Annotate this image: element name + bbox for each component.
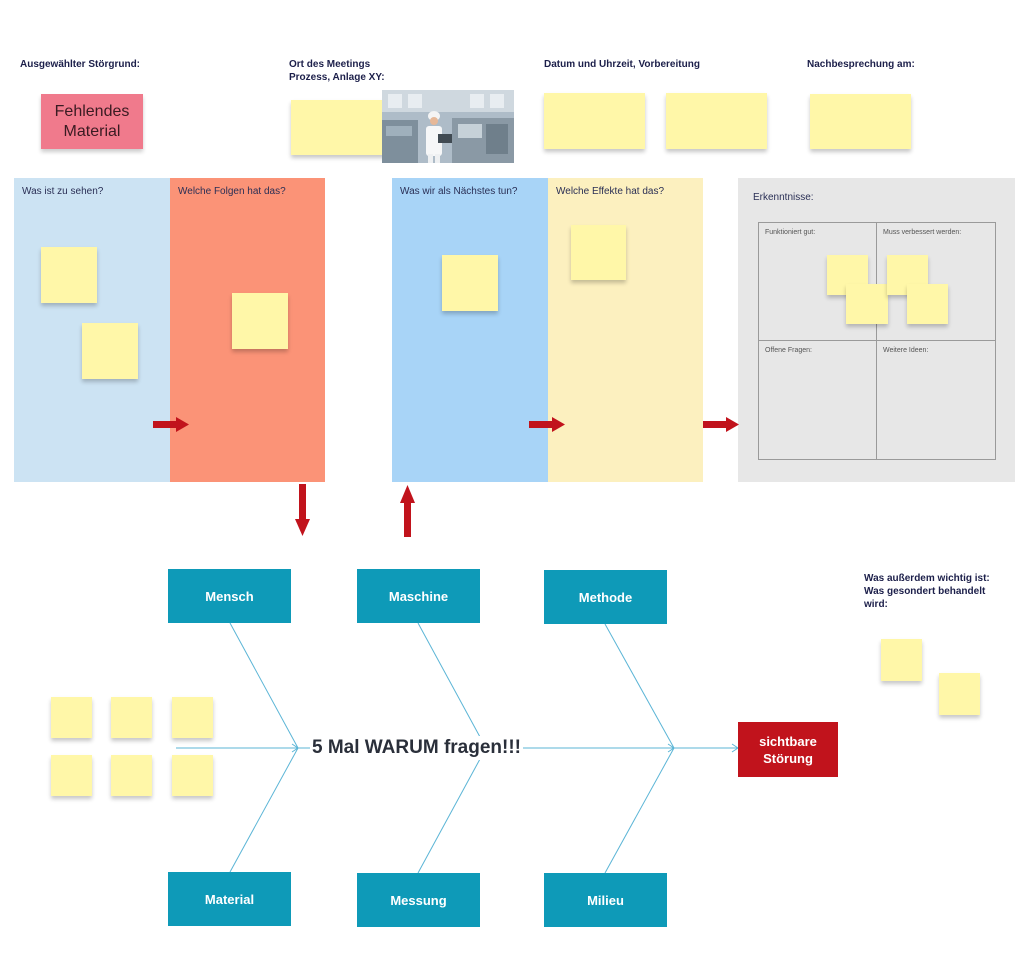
sticky-note[interactable] (939, 673, 980, 715)
sticky-note[interactable] (881, 639, 922, 681)
red-arrow-icon (400, 485, 415, 537)
sticky-note[interactable] (172, 755, 213, 796)
grid-works-well-label: Funktioniert gut: (765, 229, 816, 236)
category-methode[interactable]: Methode (544, 570, 667, 624)
sticky-note[interactable] (41, 247, 97, 303)
sticky-note[interactable] (51, 697, 92, 738)
sticky-note[interactable] (51, 755, 92, 796)
date-label: Datum und Uhrzeit, Vorbereitung (544, 59, 700, 70)
red-arrow-icon (295, 484, 310, 536)
visible-disruption-box[interactable]: sichtbare Störung (738, 722, 838, 777)
sticky-note[interactable] (544, 93, 645, 149)
effect-line2: Störung (763, 750, 813, 766)
sticky-note[interactable] (442, 255, 498, 311)
grid-open-questions-label: Offene Fragen: (765, 347, 812, 354)
sticky-note[interactable] (291, 100, 392, 155)
grid-further-ideas-label: Weitere Ideen: (883, 347, 929, 354)
factory-worker-photo (382, 90, 514, 163)
effect-line1: sichtbare (759, 733, 817, 749)
selected-cause-line2: Material (63, 122, 121, 140)
category-mensch[interactable]: Mensch (168, 569, 291, 623)
category-milieu[interactable]: Milieu (544, 873, 667, 927)
panel-effects-label: Welche Effekte hat das? (556, 186, 665, 197)
sticky-note[interactable] (111, 755, 152, 796)
selected-cause-line1: Fehlendes (54, 102, 130, 120)
panel-next-steps: Was wir als Nächstes tun? (392, 178, 548, 482)
meeting-location-label: Ort des Meetings Prozess, Anlage XY: (289, 59, 385, 83)
sticky-note[interactable] (172, 697, 213, 738)
panel-insights-label: Erkenntnisse: (753, 192, 814, 203)
followup-label: Nachbesprechung am: (807, 59, 915, 70)
fishbone-center-text: 5 Mal WARUM fragen!!! (310, 736, 523, 760)
side-note-label: Was außerdem wichtig ist: Was gesondert … (864, 573, 990, 610)
sticky-note[interactable] (846, 284, 888, 324)
sticky-note[interactable] (82, 323, 138, 379)
category-material[interactable]: Material (168, 872, 291, 926)
sticky-note[interactable] (111, 697, 152, 738)
sticky-note[interactable] (666, 93, 767, 149)
panel-what-seen-label: Was ist zu sehen? (22, 186, 104, 197)
sticky-note[interactable] (232, 293, 288, 349)
red-arrow-icon (529, 417, 565, 432)
sticky-note[interactable] (810, 94, 911, 149)
sticky-note[interactable] (907, 284, 948, 324)
red-arrow-icon (703, 417, 739, 432)
grid-cell-further-ideas: Weitere Ideen: (876, 340, 996, 460)
category-maschine[interactable]: Maschine (357, 569, 480, 623)
category-messung[interactable]: Messung (357, 873, 480, 927)
red-arrow-icon (153, 417, 189, 432)
grid-must-improve-label: Muss verbessert werden: (883, 229, 962, 236)
selected-cause-note[interactable]: Fehlendes Material (41, 94, 143, 149)
panel-insights: Erkenntnisse: Funktioniert gut: Muss ver… (738, 178, 1015, 482)
selected-cause-label: Ausgewählter Störgrund: (20, 59, 141, 70)
panel-next-steps-label: Was wir als Nächstes tun? (400, 186, 518, 197)
sticky-note[interactable] (571, 225, 626, 280)
panel-consequences-label: Welche Folgen hat das? (178, 186, 286, 197)
